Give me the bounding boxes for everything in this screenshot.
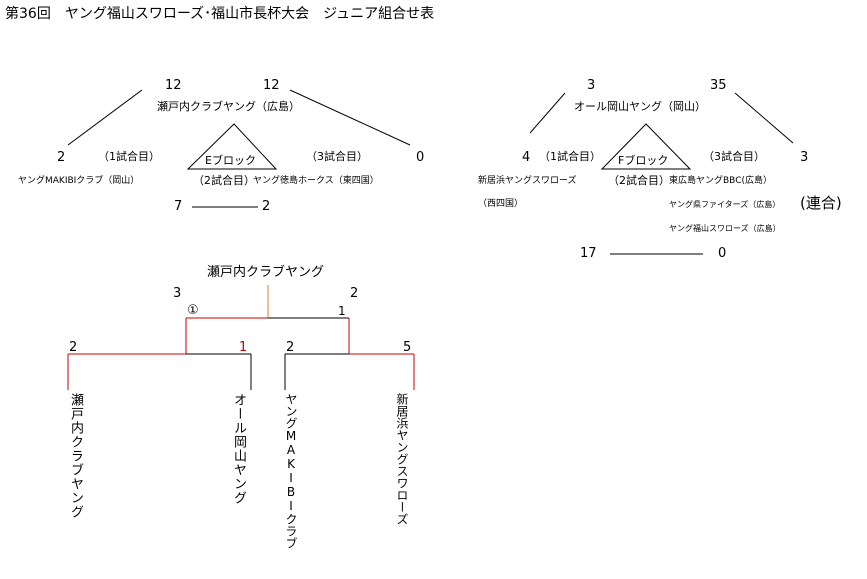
block-f-g2-score-left: 17 <box>580 246 597 261</box>
block-e-game1: （1試合目） <box>98 150 160 163</box>
block-e-left-edge <box>67 89 143 146</box>
block-f-game3: （3試合目） <box>703 150 765 163</box>
block-f-left-team-region: （西四国） <box>478 199 524 209</box>
block-e-game3: （3試合目） <box>306 150 368 163</box>
block-f-top-team: オール岡山ヤング（岡山） <box>574 100 706 113</box>
final-game-number-circled: ① <box>187 303 199 318</box>
page-title: 第36回 ヤング福山スワローズ･福山市長杯大会 ジュニア組合せ表 <box>5 6 435 22</box>
block-f-top-score-left: 3 <box>587 78 596 93</box>
block-e-right-score: 0 <box>416 150 425 165</box>
block-f-game1: （1試合目） <box>539 150 601 163</box>
semi2-score-right: 5 <box>403 340 412 355</box>
bracket-team-4: 新居浜ヤングスワローズ <box>395 393 409 525</box>
bracket-team-2: オール岡山ヤング <box>231 393 246 505</box>
block-e-left-score: 2 <box>57 150 66 165</box>
block-f-right-team: 東広島ヤングBBC(広島） <box>669 176 772 186</box>
block-e-g2-score-right: 2 <box>262 199 271 214</box>
block-f-right-edge <box>734 92 794 144</box>
block-e-right-team: ヤング徳島ホークス（東四国） <box>253 176 379 186</box>
block-f-triangle <box>600 123 692 170</box>
bracket-team-1: 瀬戸内クラブヤング <box>68 393 83 519</box>
block-f-label: Fブロック <box>618 154 669 167</box>
final-game-number-right: 1 <box>338 304 346 318</box>
block-e-top-score-left: 12 <box>165 78 182 93</box>
block-f-right-score: 3 <box>800 150 809 165</box>
block-f-left-edge <box>529 92 566 134</box>
final-winner: 瀬戸内クラブヤング <box>207 265 325 280</box>
block-f-right-team-sub1: ヤング県ファイターズ（広島） <box>669 200 781 209</box>
block-e-g2-score-left: 7 <box>174 199 183 214</box>
block-e-game2: （2試合目） <box>193 174 255 187</box>
block-f-game2: （2試合目） <box>608 174 670 187</box>
final-score-left: 3 <box>173 286 182 301</box>
block-f-left-score: 4 <box>522 150 531 165</box>
block-e-triangle <box>186 123 278 170</box>
block-e-label: Eブロック <box>205 154 256 167</box>
block-e-top-score-right: 12 <box>263 78 280 93</box>
block-f-right-team-note: (連合) <box>800 194 842 212</box>
semi1-score-right: 1 <box>239 340 248 355</box>
bracket-team-3: ヤングMAKIBIクラブ <box>284 393 298 549</box>
final-score-right: 2 <box>350 286 359 301</box>
block-f-right-team-sub2: ヤング福山スワローズ（広島） <box>669 224 781 233</box>
block-f-top-score-right: 35 <box>710 78 727 93</box>
block-e-top-team: 瀬戸内クラブヤング（広島） <box>157 100 300 113</box>
block-e-left-team: ヤングMAKIBIクラブ（岡山） <box>18 176 140 186</box>
semi1-score-left: 2 <box>69 340 78 355</box>
block-f-g2-score-right: 0 <box>718 246 727 261</box>
block-f-left-team: 新居浜ヤングスワローズ <box>478 176 577 186</box>
block-e-right-edge <box>289 89 411 146</box>
semi2-score-left: 2 <box>286 340 295 355</box>
